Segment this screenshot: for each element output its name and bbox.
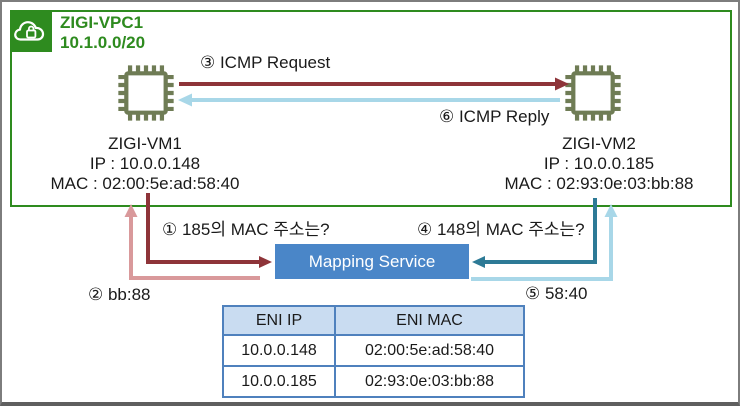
icmp-reply-label: ⑥ ICMP Reply xyxy=(439,107,550,126)
instance-chip-icon-vm2 xyxy=(565,65,621,121)
vm2-label-block: ZIGI-VM2 IP : 10.0.0.185 MAC : 02:93:0e:… xyxy=(474,134,724,194)
table-header-row: ENI IP ENI MAC xyxy=(222,305,525,336)
vpc-title: ZIGI-VPC1 10.1.0.0/20 xyxy=(60,13,145,53)
eni-ip-cell: 10.0.0.185 xyxy=(222,365,336,398)
icmp-request-label: ③ ICMP Request xyxy=(200,53,331,72)
vm1-mac: MAC : 02:00:5e:ad:58:40 xyxy=(50,174,240,193)
vpc-name: ZIGI-VPC1 xyxy=(60,13,144,32)
instance-chip-icon-vm1 xyxy=(118,65,174,121)
table-row: 10.0.0.185 02:93:0e:03:bb:88 xyxy=(222,365,525,398)
mac-query-vm2-label: ④ 148의 MAC 주소는? xyxy=(417,220,585,239)
mapping-service-label: Mapping Service xyxy=(308,251,436,271)
eni-mapping-table: ENI IP ENI MAC 10.0.0.148 02:00:5e:ad:58… xyxy=(222,305,525,398)
vpc-cloud-lock-icon xyxy=(10,10,52,52)
vpc-cidr: 10.1.0.0/20 xyxy=(60,33,146,52)
eni-ip-cell: 10.0.0.148 xyxy=(222,334,336,367)
vm1-label-block: ZIGI-VM1 IP : 10.0.0.148 MAC : 02:00:5e:… xyxy=(20,134,270,194)
mac-answer-vm1-label: ② bb:88 xyxy=(88,285,151,304)
eni-mac-cell: 02:93:0e:03:bb:88 xyxy=(334,365,525,398)
eni-mac-cell: 02:00:5e:ad:58:40 xyxy=(334,334,525,367)
mac-answer-vm2-label: ⑤ 58:40 xyxy=(525,284,588,303)
mac-query-vm1-label: ① 185의 MAC 주소는? xyxy=(162,220,330,239)
vm2-name: ZIGI-VM2 xyxy=(562,134,636,153)
eni-mac-header: ENI MAC xyxy=(334,305,525,336)
vm2-mac: MAC : 02:93:0e:03:bb:88 xyxy=(504,174,694,193)
mapping-service-box: Mapping Service xyxy=(275,244,469,279)
vm1-ip: IP : 10.0.0.148 xyxy=(89,154,201,173)
table-row: 10.0.0.148 02:00:5e:ad:58:40 xyxy=(222,334,525,367)
vm2-ip: IP : 10.0.0.185 xyxy=(543,154,655,173)
eni-ip-header: ENI IP xyxy=(222,305,336,336)
vpc-boundary xyxy=(10,10,732,207)
vm1-name: ZIGI-VM1 xyxy=(108,134,182,153)
